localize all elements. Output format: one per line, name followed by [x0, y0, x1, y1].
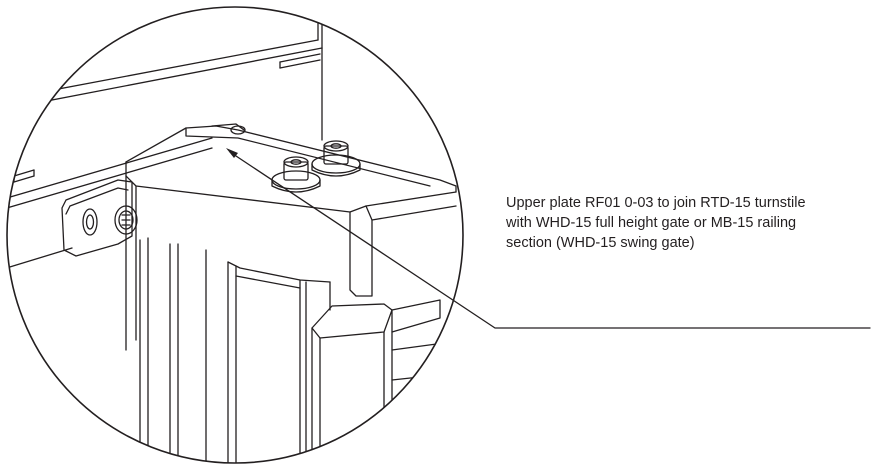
cap-screws	[271, 140, 361, 193]
leader-arrowhead	[226, 148, 238, 158]
callout-line-3: section (WHD-15 swing gate)	[506, 235, 695, 251]
vertical-profiles	[139, 237, 331, 463]
callout-line-1: Upper plate RF01 0-03 to join RTD-15 tur…	[506, 195, 806, 211]
part-callout-text: Upper plate RF01 0-03 to join RTD-15 tur…	[506, 193, 866, 253]
callout-line-2: with WHD-15 full height gate or MB-15 ra…	[506, 215, 797, 231]
detail-contents	[7, 7, 463, 463]
upper-plate	[125, 123, 457, 351]
detail-circle	[6, 6, 464, 464]
drawing-stroke-group	[6, 6, 871, 464]
gate-tube	[311, 299, 463, 463]
turnstile-housing	[7, 7, 323, 271]
leader-line	[229, 151, 871, 329]
